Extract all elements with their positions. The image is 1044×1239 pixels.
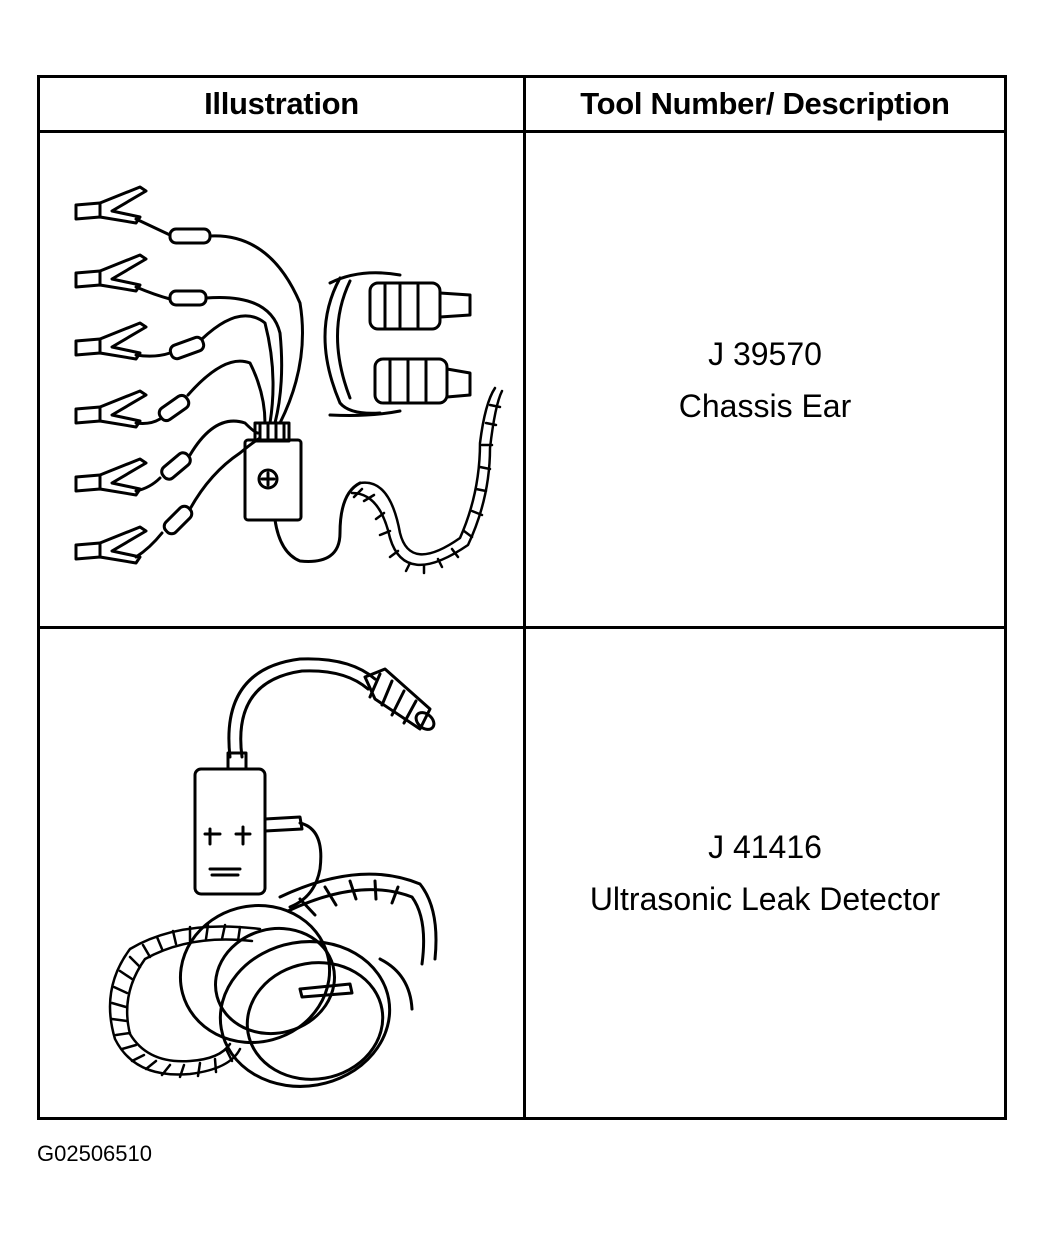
clip-1: [74, 185, 304, 425]
clip-4: [74, 359, 267, 429]
tool-description-cell: J 39570 Chassis Ear: [523, 130, 1007, 630]
clip-2: [74, 253, 284, 425]
tool-number: J 39570: [708, 335, 822, 372]
control-box: [243, 421, 362, 564]
probe-wand: [226, 657, 436, 771]
clip-6: [74, 436, 262, 565]
headset: [323, 271, 472, 418]
tool-description: Chassis Ear: [678, 387, 852, 424]
table-row: J 41416 Ultrasonic Leak Detector: [37, 626, 1007, 1120]
illustration-header: Illustration: [37, 74, 526, 134]
figure-id: G02506510: [37, 1141, 152, 1166]
tool-number: J 41416: [708, 829, 822, 866]
description-header: Tool Number/ Description: [523, 74, 1007, 134]
coiled-cord: [108, 923, 262, 1079]
tool-description: Ultrasonic Leak Detector: [589, 881, 941, 918]
clip-5: [74, 419, 260, 497]
coiled-cable: [350, 386, 504, 575]
ultrasonic-leak-detector-icon: [108, 657, 438, 1088]
header-row: Illustration Tool Number/ Description: [37, 74, 1007, 134]
illustration-cell: [37, 626, 526, 1120]
clip-3: [74, 314, 275, 425]
chassis-ear-icon: [74, 185, 504, 575]
headphones: [178, 872, 438, 1088]
table-row: J 39570 Chassis Ear: [37, 130, 1007, 630]
tool-table: Illustration Tool Number/ Description: [37, 74, 1007, 1120]
illustration-cell: [37, 130, 526, 630]
tool-description-cell: J 41416 Ultrasonic Leak Detector: [523, 626, 1007, 1120]
receiver-unit: [193, 767, 323, 909]
